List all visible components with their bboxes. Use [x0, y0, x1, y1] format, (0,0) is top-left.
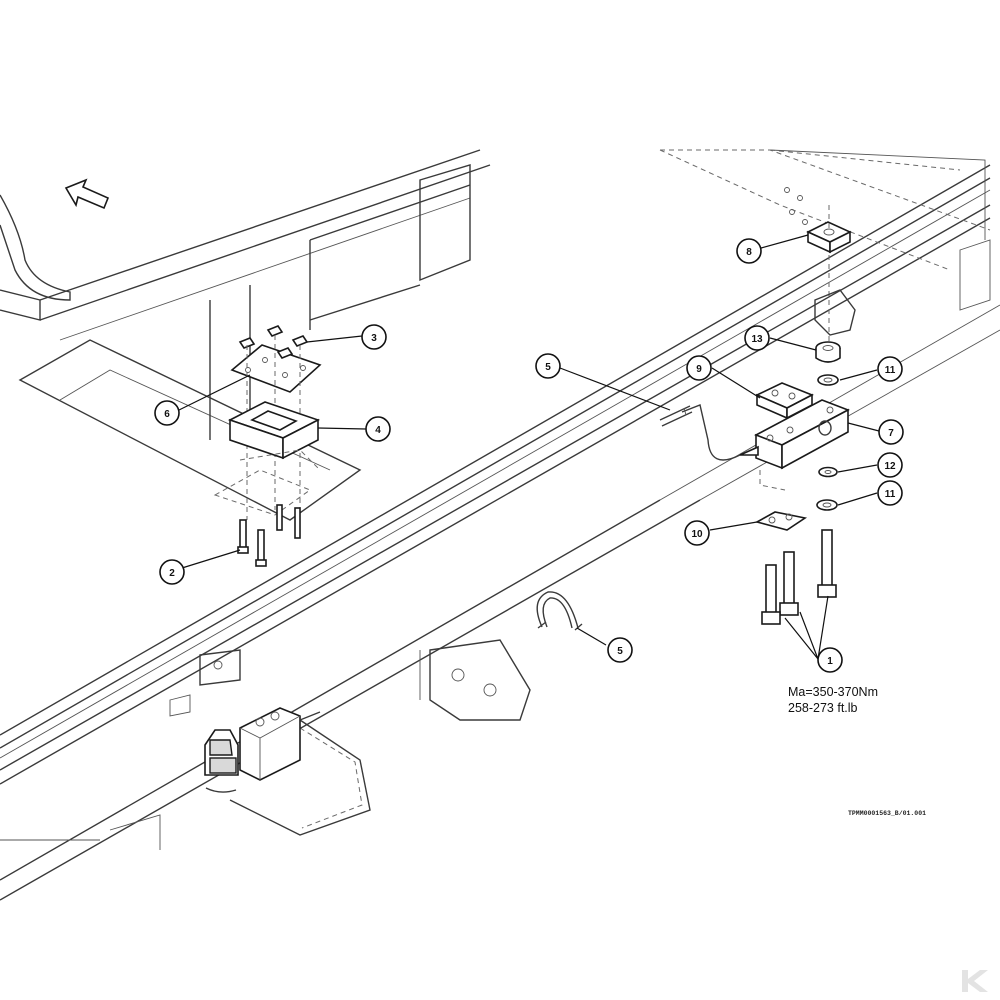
spacer-block-part-8 — [806, 221, 852, 254]
torque-ftlb: 258-273 ft.lb — [788, 701, 858, 715]
direction-arrow-icon — [64, 178, 110, 210]
shim-plate-part-10 — [754, 511, 808, 531]
callout-6: 6 — [154, 400, 180, 426]
leader-lines — [176, 234, 880, 660]
washer-part-12 — [818, 466, 838, 478]
callout-12: 12 — [877, 452, 903, 478]
callout-10: 10 — [684, 520, 710, 546]
callout-13: 13 — [744, 325, 770, 351]
svg-text:11: 11 — [885, 489, 896, 500]
bolt-part-1 — [761, 529, 837, 625]
chassis-frame — [0, 149, 1000, 901]
callout-9: 9 — [686, 355, 712, 381]
svg-text:8: 8 — [746, 247, 752, 258]
svg-text:2: 2 — [169, 568, 175, 579]
mount-plate-part-6 — [230, 344, 322, 393]
svg-text:5: 5 — [617, 646, 623, 657]
svg-text:7: 7 — [888, 428, 894, 439]
callout-5-clip: 5 — [607, 637, 633, 663]
watermark-logo — [962, 970, 988, 992]
callout-7: 7 — [878, 419, 904, 445]
clip-part-5 — [536, 591, 583, 631]
bushing-part-13 — [815, 341, 841, 363]
washer-part-11-lower — [816, 499, 838, 511]
pin-part-5 — [659, 405, 693, 427]
svg-text:11: 11 — [885, 365, 896, 376]
load-plate-part-9 — [755, 382, 814, 420]
torque-spec: Ma=350-370Nm 258-273 ft.lb — [788, 685, 878, 715]
svg-text:5: 5 — [545, 362, 551, 373]
callout-3: 3 — [361, 324, 387, 350]
svg-text:6: 6 — [164, 409, 170, 420]
callout-11-top: 11 — [877, 356, 903, 382]
callout-5-pin: 5 — [535, 353, 561, 379]
svg-text:1: 1 — [827, 656, 833, 667]
mount-block-part-4 — [227, 401, 321, 460]
callout-11-bottom: 11 — [877, 480, 903, 506]
nut-part-3 — [238, 325, 309, 359]
right-load-cell-assembly — [681, 205, 856, 625]
svg-text:4: 4 — [375, 425, 381, 436]
svg-text:9: 9 — [696, 364, 702, 375]
callout-1: 1 — [817, 647, 843, 673]
washer-part-11 — [817, 374, 839, 386]
callout-8: 8 — [736, 238, 762, 264]
svg-text:3: 3 — [371, 333, 377, 344]
callout-4: 4 — [365, 416, 391, 442]
left-mount-assembly — [213, 325, 322, 567]
callout-2: 2 — [159, 559, 185, 585]
svg-text:13: 13 — [751, 334, 763, 345]
torque-nm: Ma=350-370Nm — [788, 685, 878, 699]
drawing-code: TPMM0001563_B/01.001 — [848, 810, 926, 817]
mounted-load-cell — [204, 707, 321, 793]
svg-text:12: 12 — [884, 461, 896, 472]
bolt-part-2 — [237, 504, 301, 567]
load-cell-part-7 — [739, 399, 850, 470]
svg-text:10: 10 — [691, 529, 703, 540]
